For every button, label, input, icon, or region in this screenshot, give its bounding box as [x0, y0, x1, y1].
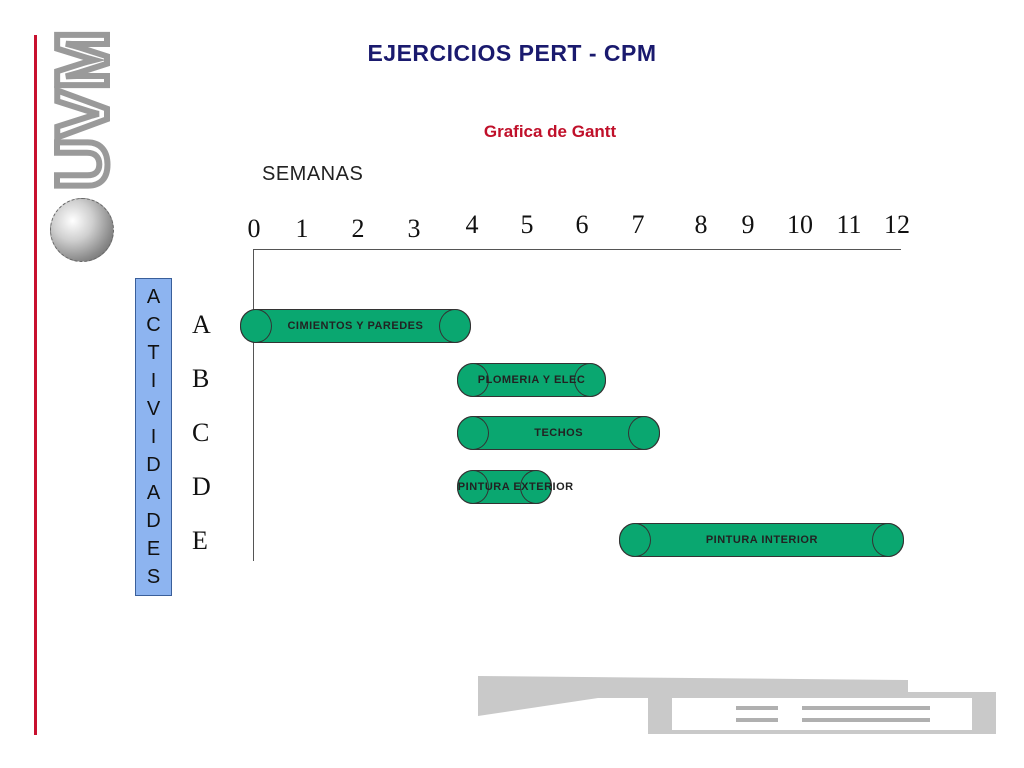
- decorative-line: [736, 706, 778, 710]
- gantt-bar-label: PINTURA EXTERIOR: [457, 480, 574, 493]
- gantt-bar-label: PINTURA INTERIOR: [705, 534, 818, 547]
- tick-label: 7: [631, 210, 645, 239]
- activities-letter: I: [150, 370, 157, 392]
- tick-label: 3: [407, 214, 421, 243]
- tick-label: 4: [465, 210, 479, 239]
- tick-label: 0: [247, 214, 261, 243]
- row-label-d: D: [192, 472, 211, 501]
- tick-label: 8: [694, 210, 708, 239]
- tick-label: 11: [836, 210, 862, 239]
- activities-letter: E: [146, 538, 161, 560]
- gantt-bar-b: PLOMERIA Y ELEC: [456, 362, 607, 397]
- page-title: EJERCICIOS PERT - CPM: [367, 40, 657, 66]
- bar-cap-left: [456, 362, 489, 397]
- chart-subtitle: Grafica de Gantt: [483, 122, 617, 141]
- y-axis-line: [253, 249, 254, 561]
- bar-cap-left: [456, 469, 489, 504]
- bar-cap-right: [628, 416, 661, 451]
- decorative-line: [802, 718, 930, 722]
- activities-letter: C: [146, 314, 161, 336]
- tick-label: 1: [295, 214, 309, 243]
- tick-label: 2: [351, 214, 365, 243]
- bar-cap-right: [520, 469, 553, 504]
- gantt-bar-label: TECHOS: [534, 427, 584, 440]
- decorative-line: [736, 718, 778, 722]
- activities-letter: D: [146, 510, 161, 532]
- activities-letter: S: [146, 566, 161, 588]
- activities-letter: I: [150, 426, 157, 448]
- bar-cap-right: [872, 523, 905, 558]
- row-label-a: A: [192, 310, 211, 339]
- bar-cap-right: [438, 309, 471, 343]
- activities-letter: T: [147, 342, 160, 364]
- activities-label-box: A C T I V I D A D E S: [135, 278, 172, 596]
- left-red-rule: [34, 35, 37, 735]
- bar-cap-left: [619, 523, 652, 558]
- gantt-bar-c: TECHOS: [456, 416, 661, 451]
- gantt-bar-label: PLOMERIA Y ELEC: [477, 373, 586, 386]
- uvm-logo: UVM: [48, 30, 118, 190]
- activities-letter: A: [146, 482, 161, 504]
- tick-label: 5: [520, 210, 534, 239]
- bar-cap-left: [240, 309, 272, 343]
- tick-label: 12: [884, 210, 910, 239]
- bar-cap-left: [456, 416, 489, 451]
- bar-cap-right: [574, 362, 607, 397]
- tick-label: 10: [787, 210, 813, 239]
- globe-icon: [50, 198, 114, 262]
- row-label-b: B: [192, 364, 210, 393]
- activities-letter: A: [146, 286, 161, 308]
- decorative-inner-panel: [672, 698, 972, 730]
- gantt-bar-e: PINTURA INTERIOR: [619, 523, 905, 558]
- gantt-bar-d: PINTURA EXTERIOR: [456, 469, 574, 504]
- decorative-line: [802, 706, 930, 710]
- row-label-e: E: [192, 526, 208, 555]
- activities-letter: D: [146, 454, 161, 476]
- activities-letter: V: [146, 398, 161, 420]
- gantt-bar-a: CIMIENTOS Y PAREDES: [240, 309, 471, 343]
- gantt-bar-label: CIMIENTOS Y PAREDES: [287, 320, 424, 332]
- x-axis-line: [253, 249, 901, 250]
- tick-label: 9: [741, 210, 755, 239]
- logo-text: UVM: [48, 30, 118, 190]
- row-label-c: C: [192, 418, 210, 447]
- tick-label: 6: [575, 210, 589, 239]
- x-axis-label: SEMANAS: [262, 163, 364, 185]
